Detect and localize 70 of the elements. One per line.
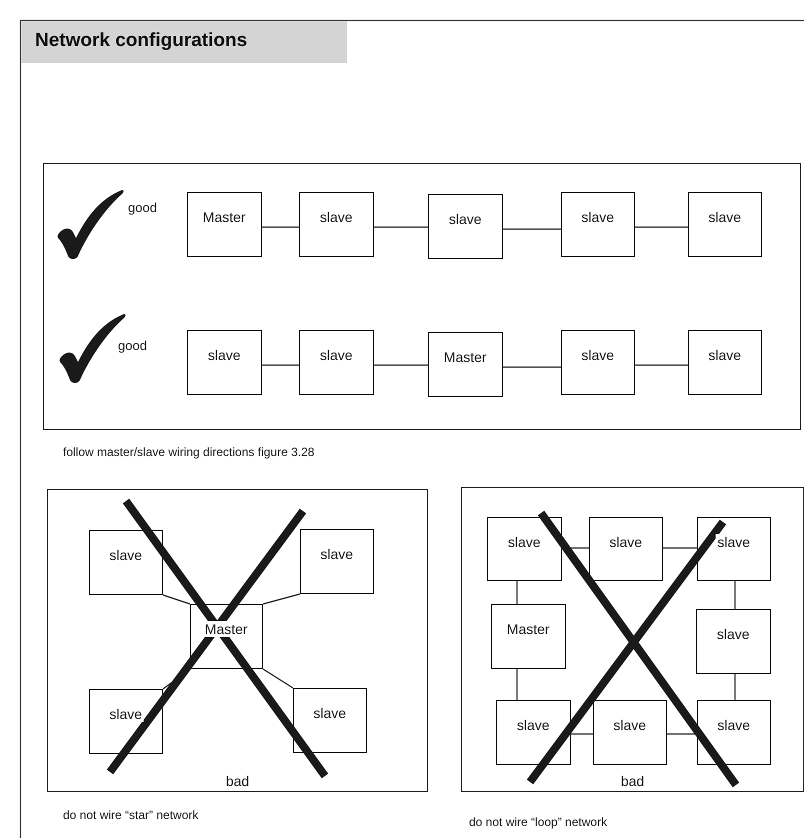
diagram-panel xyxy=(461,487,804,792)
node-label: slave xyxy=(579,346,616,363)
panel-note: do not wire “star” network xyxy=(63,808,198,822)
connection-line xyxy=(635,364,688,366)
connection-line xyxy=(635,226,688,228)
device-box xyxy=(588,516,663,581)
connection-line xyxy=(162,594,190,605)
device-box xyxy=(186,192,262,257)
panel-caption: bad xyxy=(620,773,646,789)
connection-line xyxy=(262,593,300,605)
rating-label: good xyxy=(118,338,147,353)
connection-line xyxy=(503,228,561,230)
panel-note: do not wire “loop” network xyxy=(469,815,608,829)
node-label: slave xyxy=(506,534,543,550)
node-label: slave xyxy=(715,716,752,733)
node-label: slave xyxy=(107,546,144,563)
device-box xyxy=(696,700,771,765)
node-label: Master xyxy=(202,620,250,637)
node-label: slave xyxy=(706,346,744,363)
connection-line xyxy=(734,674,736,700)
node-label: slave xyxy=(446,210,484,227)
connection-line xyxy=(262,226,299,228)
device-box xyxy=(186,330,262,395)
connection-line xyxy=(734,581,736,609)
device-box xyxy=(490,604,566,669)
connection-line xyxy=(516,581,518,604)
node-label: slave xyxy=(318,208,355,225)
connection-line xyxy=(571,733,593,735)
device-box xyxy=(88,530,163,595)
node-label: slave xyxy=(579,208,616,225)
panel-note: follow master/slave wiring directions figure 3.28 xyxy=(63,445,314,459)
device-box xyxy=(696,608,771,674)
node-label: slave xyxy=(611,716,648,733)
connection-line xyxy=(262,668,294,688)
node-label: slave xyxy=(311,704,348,721)
title-banner: Network configurations xyxy=(21,21,347,63)
rating-label: good xyxy=(128,200,157,215)
panel-caption: bad xyxy=(224,773,250,789)
connection-line xyxy=(516,669,518,700)
node-label: slave xyxy=(706,208,744,225)
node-label: slave xyxy=(107,706,144,722)
device-box xyxy=(300,528,374,594)
device-box xyxy=(688,330,762,395)
connection-line xyxy=(503,366,561,368)
device-box xyxy=(592,700,667,765)
node-label: slave xyxy=(206,346,243,363)
device-box xyxy=(560,192,635,257)
diagram-panel xyxy=(43,163,801,430)
node-label: slave xyxy=(715,534,752,550)
device-box xyxy=(298,330,374,395)
node-label: slave xyxy=(514,716,552,733)
connection-line xyxy=(262,364,299,366)
device-box xyxy=(486,516,562,581)
connection-line xyxy=(374,226,428,228)
device-box xyxy=(496,700,571,765)
device-box xyxy=(560,330,635,395)
node-label: slave xyxy=(318,346,355,363)
connection-line xyxy=(374,364,428,366)
device-box xyxy=(292,688,367,753)
node-label: slave xyxy=(318,546,356,562)
diagram-panel xyxy=(47,489,428,792)
connection-line xyxy=(667,733,697,735)
node-label: slave xyxy=(714,626,752,642)
device-box xyxy=(428,194,503,259)
device-box xyxy=(428,332,503,397)
node-label: slave xyxy=(607,534,644,550)
device-box xyxy=(688,192,762,257)
device-box xyxy=(696,516,771,581)
device-box xyxy=(298,192,374,257)
connection-line xyxy=(663,547,697,549)
